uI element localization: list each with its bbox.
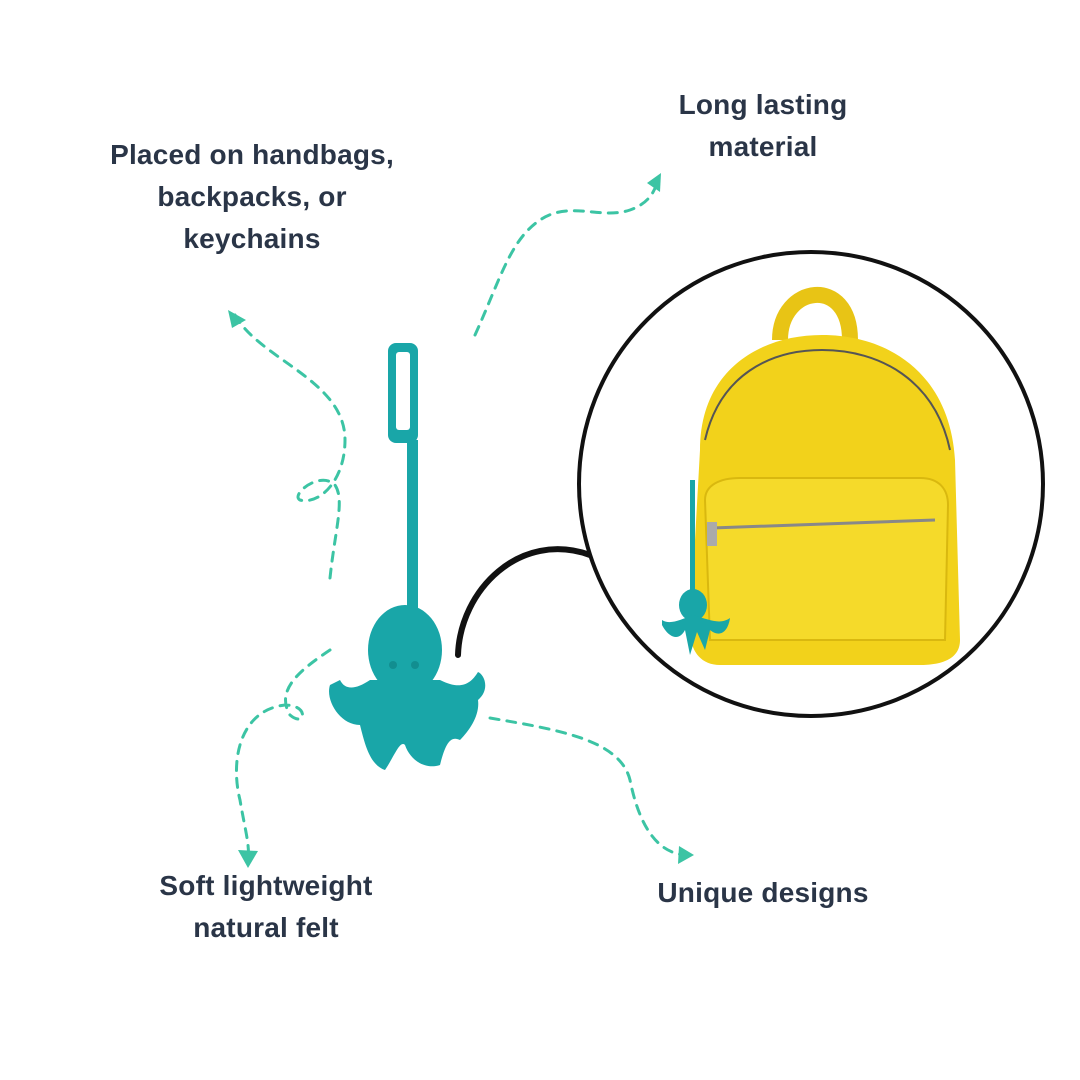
feature-text: backpacks, or (157, 181, 347, 212)
feature-text: material (708, 131, 818, 162)
feature-durability: Long lasting material (613, 84, 913, 168)
feature-text: keychains (183, 223, 321, 254)
feature-text: natural felt (193, 912, 339, 943)
dashed-arrow-placement (233, 313, 347, 580)
backpack-image (690, 287, 960, 665)
feature-material: Soft lightweight natural felt (116, 865, 416, 949)
feature-text: Placed on handbags, (110, 139, 394, 170)
dashed-arrow-designs (488, 716, 690, 857)
feature-text: Soft lightweight (159, 870, 373, 901)
octopus-charm (662, 480, 730, 655)
dashed-arrow-material (234, 648, 332, 862)
feature-text: Unique designs (657, 877, 869, 908)
feature-placement: Placed on handbags, backpacks, or keycha… (52, 134, 452, 260)
feature-designs: Unique designs (603, 872, 923, 914)
octopus-tag-image (329, 343, 486, 770)
arrowhead-icon (228, 310, 246, 328)
feature-text: Long lasting (678, 89, 848, 120)
dashed-arrow-durability (473, 178, 660, 337)
arrowheads (228, 173, 694, 868)
arrowhead-icon (647, 173, 661, 192)
arrowhead-icon (238, 850, 258, 868)
arrowhead-icon (678, 846, 694, 864)
